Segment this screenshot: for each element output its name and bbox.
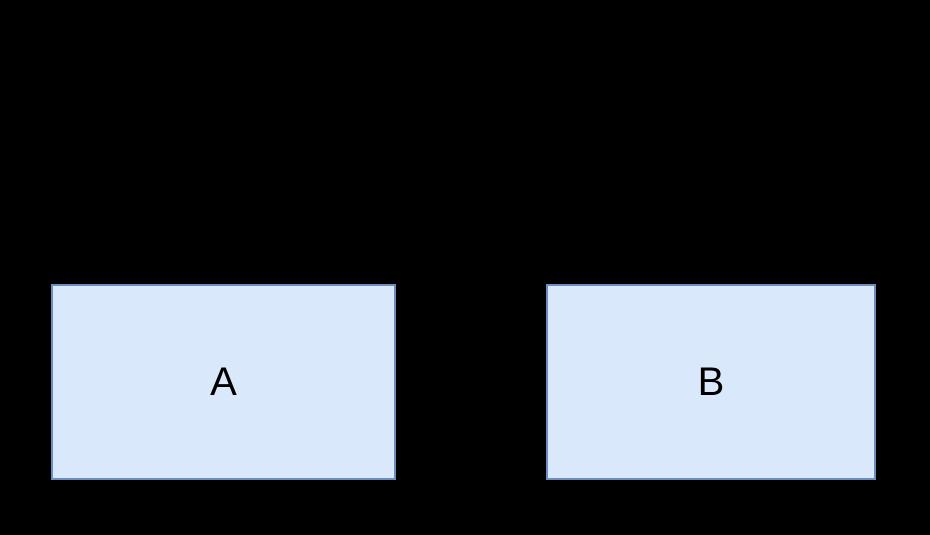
node-a[interactable]: A bbox=[51, 284, 396, 480]
node-b[interactable]: B bbox=[546, 284, 876, 480]
node-b-label: B bbox=[697, 360, 725, 404]
node-a-label: A bbox=[210, 360, 237, 404]
